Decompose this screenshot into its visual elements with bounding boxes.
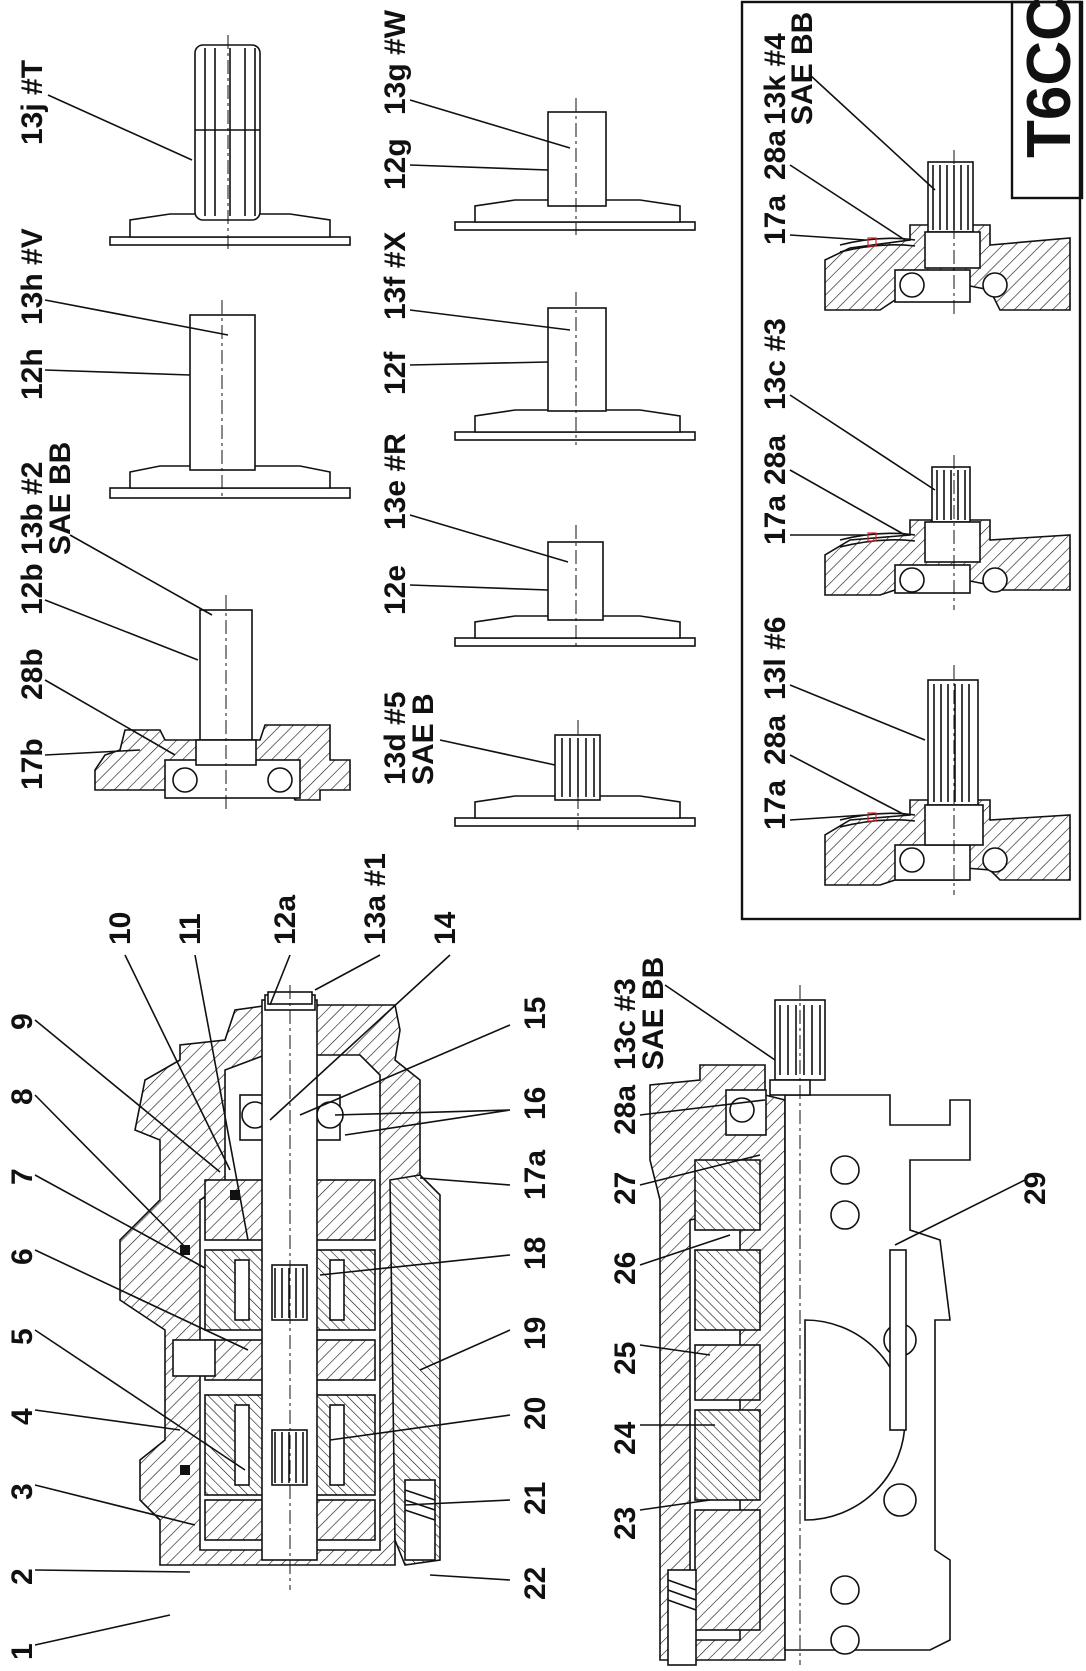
label-19: 19	[519, 1317, 552, 1350]
label-b3-28a: 28a	[759, 130, 792, 180]
label-s1-17b: 17b	[16, 738, 49, 790]
label-28a: 28a	[609, 1085, 642, 1135]
label-16: 16	[519, 1087, 552, 1120]
label-21: 21	[519, 1482, 552, 1515]
label-29: 29	[1019, 1172, 1052, 1205]
label-s6-12f: 12f	[379, 351, 412, 395]
label-7: 7	[6, 1168, 39, 1185]
label-27: 27	[609, 1172, 642, 1205]
label-4: 4	[6, 1408, 39, 1425]
shaft-variant-13j	[109, 35, 351, 250]
shaft-variant-13e	[454, 525, 696, 650]
label-s2-12h: 12h	[16, 348, 49, 400]
variant-shaft-13l	[824, 665, 1071, 895]
label-s6-13f: 13f #X	[379, 232, 412, 320]
variant-frame	[740, 0, 1082, 921]
label-8: 8	[6, 1088, 39, 1105]
label-saebb: SAE BB	[637, 957, 670, 1070]
secondary-section-view	[649, 985, 971, 1666]
label-3: 3	[6, 1483, 39, 1500]
shaft-variant-13g	[454, 98, 696, 235]
label-s5-12e: 12e	[379, 565, 412, 615]
label-b3-saebb: SAE BB	[786, 12, 819, 125]
label-s7-12g: 12g	[379, 138, 412, 190]
label-b3-13k: 13k #4	[759, 33, 792, 125]
label-b1-13l: 13l #6	[759, 617, 792, 700]
label-b3-17a: 17a	[759, 195, 792, 245]
label-s4-13d: 13d #5	[379, 692, 412, 785]
label-b2-28a: 28a	[759, 435, 792, 485]
label-b1-17a: 17a	[759, 780, 792, 830]
label-s2-13h: 13h #V	[16, 228, 49, 325]
label-6: 6	[6, 1248, 39, 1265]
label-b2-13c: 13c #3	[759, 318, 792, 410]
label-s1-saebb: SAE BB	[44, 442, 77, 555]
title-box	[1010, 0, 1084, 200]
label-13c: 13c #3	[609, 978, 642, 1070]
label-11: 11	[174, 913, 207, 945]
label-22: 22	[519, 1567, 552, 1600]
label-23: 23	[609, 1507, 642, 1540]
label-18: 18	[519, 1237, 552, 1270]
main-section-view	[119, 985, 441, 1590]
label-1: 1	[6, 1643, 39, 1660]
label-s7-13g: 13g #W	[379, 9, 412, 115]
label-s1-13b: 13b #2	[16, 462, 49, 555]
variant-shaft-13k	[824, 150, 1071, 318]
label-14: 14	[429, 911, 462, 945]
title-text: T6CC	[1015, 0, 1084, 158]
shaft-variant-13f	[454, 292, 696, 445]
label-2: 2	[6, 1568, 39, 1585]
shaft-variant-13h	[109, 300, 351, 500]
label-15: 15	[519, 997, 552, 1030]
label-s4-saeb: SAE B	[407, 693, 440, 785]
label-20: 20	[519, 1397, 552, 1430]
label-13a: 13a #1	[359, 853, 392, 945]
label-s1-28b: 28b	[16, 648, 49, 700]
label-s5-13e: 13e #R	[379, 433, 412, 530]
main-labels: 1 2 3 4 5 6 7 8 9 10 11 12a 13a #1 14 15…	[6, 853, 552, 1660]
label-12a: 12a	[269, 895, 302, 945]
shaft-variant-13d	[454, 720, 696, 830]
label-25: 25	[609, 1342, 642, 1375]
label-24: 24	[609, 1421, 642, 1455]
label-5: 5	[6, 1328, 39, 1345]
label-s3-13j: 13j #T	[16, 60, 49, 145]
label-b2-17a: 17a	[759, 495, 792, 545]
label-10: 10	[104, 912, 137, 945]
shaft-variant-13b	[94, 595, 351, 810]
label-9: 9	[6, 1013, 39, 1030]
label-26: 26	[609, 1252, 642, 1285]
variant-shaft-13c	[824, 455, 1071, 610]
label-17a: 17a	[519, 1150, 552, 1200]
label-s1-12b: 12b	[16, 563, 49, 615]
label-b1-28a: 28a	[759, 715, 792, 765]
